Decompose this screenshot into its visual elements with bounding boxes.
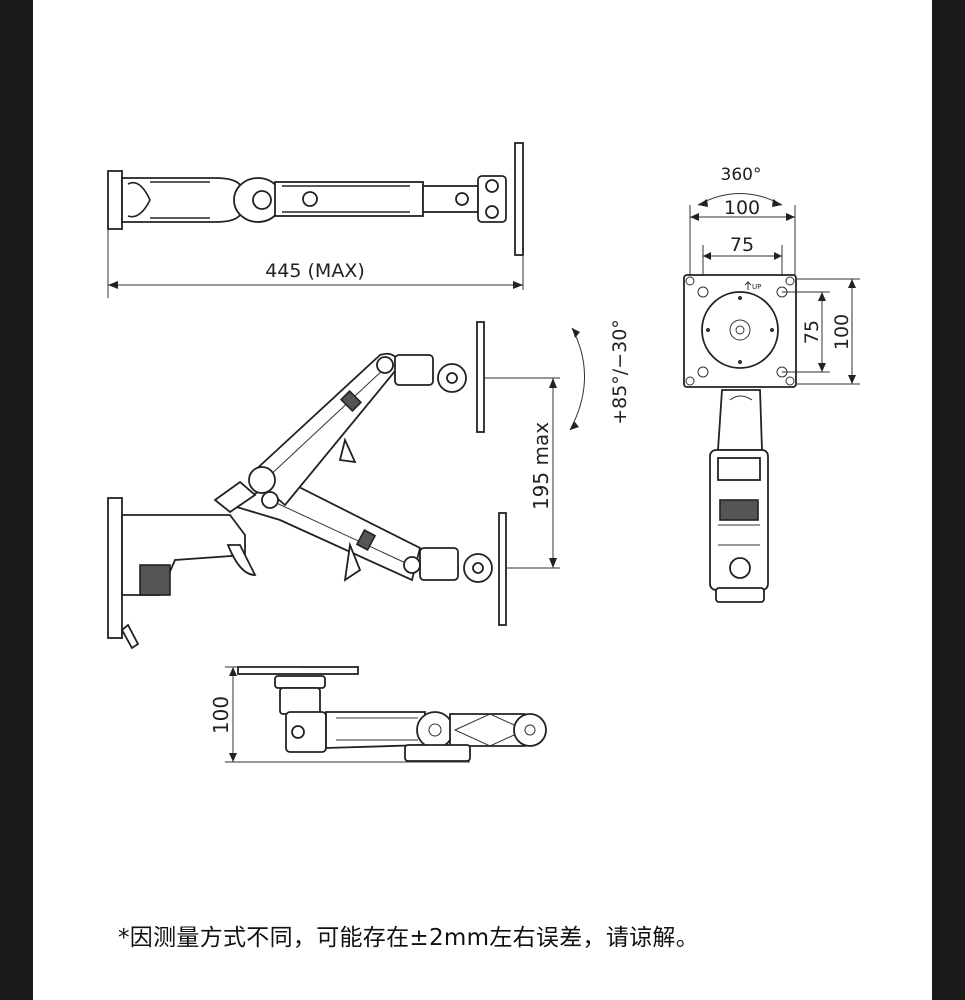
vesa-inner-height-label: 75: [801, 320, 823, 344]
right-border-bar: [932, 0, 965, 1000]
up-label: UP: [752, 283, 761, 291]
arm-height-label: 100: [209, 696, 233, 734]
top-view-drawing: 445 (MAX): [107, 142, 524, 298]
vesa-outer-width-label: 100: [724, 197, 760, 219]
top-view-length-label: 445 (MAX): [265, 260, 365, 282]
height-range-label: 195 max: [529, 422, 553, 510]
front-view-drawing: 360° 100 75 UP: [683, 165, 860, 603]
vesa-inner-width-label: 75: [730, 234, 754, 256]
footnote-text: *因测量方式不同，可能存在±2mm左右误差，请谅解。: [118, 925, 700, 951]
left-border-bar: [0, 0, 33, 1000]
tilt-range-label: +85°/−30°: [609, 319, 631, 425]
vesa-outer-height-label: 100: [831, 314, 853, 350]
side-view-drawing: 195 max +85°/−30°: [107, 319, 631, 650]
rotation-label: 360°: [721, 165, 762, 185]
bottom-view-drawing: 100: [209, 666, 547, 763]
